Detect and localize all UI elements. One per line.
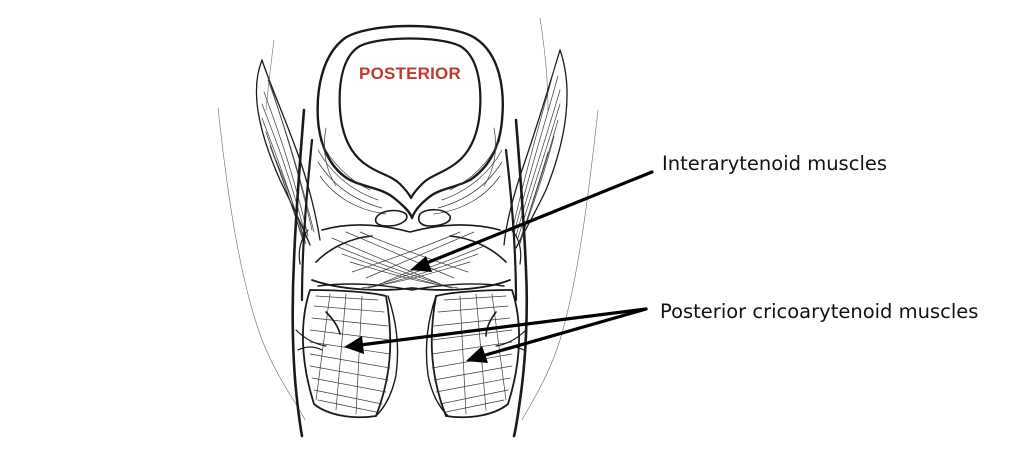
laryngeal-inlet xyxy=(338,37,482,200)
right-pca-arrowhead xyxy=(466,346,488,363)
aryepiglottic-fold-lines xyxy=(317,127,503,215)
left-posterior-cricoarytenoid xyxy=(302,289,392,419)
callout-interarytenoid: Interarytenoid muscles xyxy=(662,152,887,175)
left-pca-arrowhead xyxy=(344,336,364,354)
right-posterior-cricoarytenoid xyxy=(430,289,520,419)
left-pca-arrow-line xyxy=(358,307,648,347)
interarytenoid-arrowhead xyxy=(410,256,432,272)
epiglottis-rim xyxy=(316,24,504,220)
interarytenoid-arrow-line xyxy=(422,170,654,266)
interarytenoid-region xyxy=(311,224,511,291)
callout-arrows xyxy=(344,170,654,363)
cricoid-lamina xyxy=(317,283,505,417)
corniculate-cartilages xyxy=(374,208,452,227)
orientation-label: POSTERIOR xyxy=(359,64,461,83)
callout-posterior-cricoarytenoid: Posterior cricoarytenoid muscles xyxy=(660,300,978,323)
right-pca-arrow-line xyxy=(480,307,648,358)
larynx-outer-borders xyxy=(291,108,529,438)
